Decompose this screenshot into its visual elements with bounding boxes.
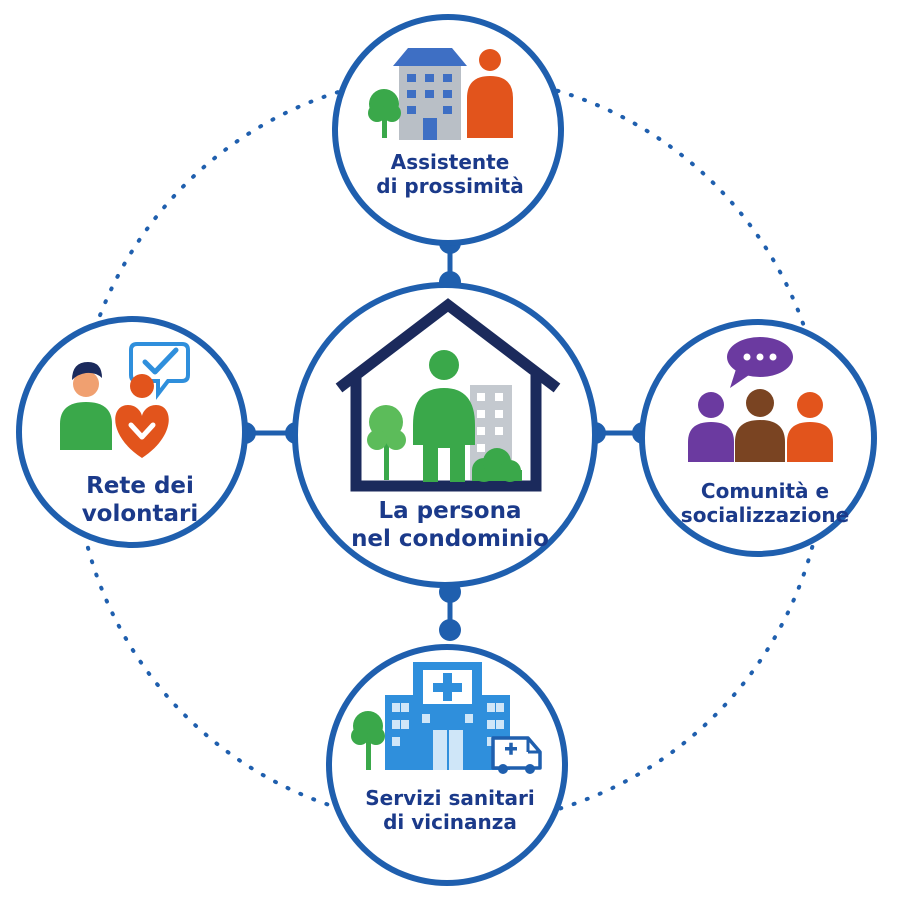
label-line: Rete dei <box>86 473 194 499</box>
tree-icon <box>368 89 401 138</box>
node-label-bottom: Servizi sanitari di vicinanza <box>345 786 555 835</box>
heart-icon <box>115 405 169 458</box>
node-label-center: La persona nel condominio <box>330 497 570 553</box>
speech-bubble-icon <box>727 337 793 388</box>
label-line: di vicinanza <box>383 810 517 835</box>
connector-bottom <box>439 581 461 641</box>
chat-check-icon <box>129 342 190 400</box>
node-label-top: Assistente di prossimità <box>350 150 550 199</box>
person-icon <box>787 392 833 462</box>
label-line: nel condominio <box>351 526 549 553</box>
hospital-icon <box>385 662 510 770</box>
label-line: Assistente <box>390 150 510 174</box>
tree-icon <box>367 405 406 480</box>
person-icon <box>688 392 734 462</box>
house-icon <box>335 298 561 492</box>
assistant-person-icon <box>467 49 513 138</box>
node-label-left: Rete dei volontari <box>30 472 250 528</box>
bush-icon <box>472 448 522 482</box>
label-line: socializzazione <box>680 503 850 528</box>
node-label-right: Comunità e socializzazione <box>650 479 880 528</box>
volunteer-person-icon <box>60 362 112 450</box>
person-icon <box>413 350 475 482</box>
label-line: La persona <box>378 498 522 524</box>
ambulance-icon <box>491 736 542 774</box>
tree-icon <box>351 711 385 770</box>
person-icon <box>735 389 785 462</box>
building-icon <box>393 48 467 140</box>
label-line: Comunità e <box>700 479 830 503</box>
label-line: Servizi sanitari <box>365 786 535 810</box>
label-line: di prossimità <box>376 174 524 199</box>
label-line: volontari <box>81 501 199 528</box>
person-icon <box>130 374 154 398</box>
